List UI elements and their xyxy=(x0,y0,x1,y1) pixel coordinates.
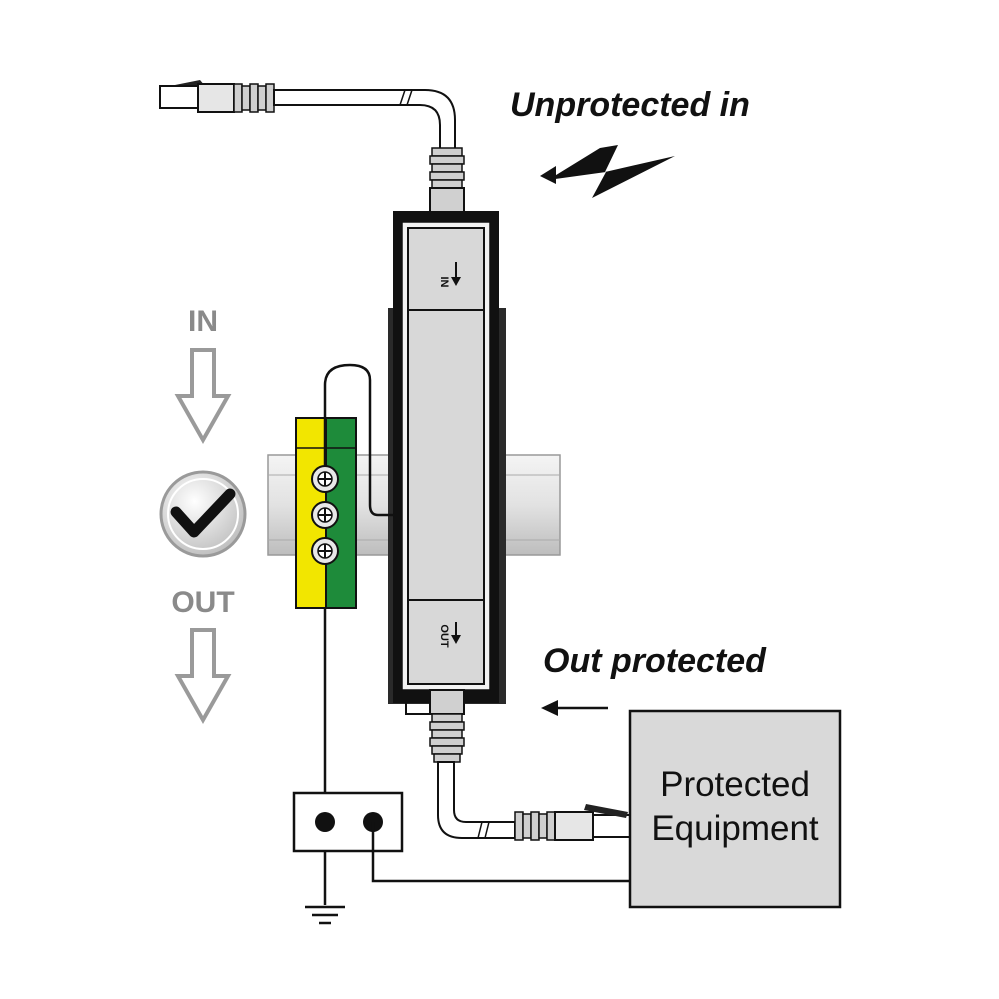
device-in-label: IN xyxy=(438,277,450,288)
screw-icon xyxy=(311,465,339,493)
screw-icon xyxy=(311,501,339,529)
protected-equipment-box: Protected Equipment xyxy=(628,709,842,909)
unprotected-in-label: Unprotected in xyxy=(510,86,750,124)
earth-terminal-block xyxy=(295,417,357,609)
out-protected-label: Out protected xyxy=(543,642,767,680)
earth-wiring xyxy=(292,608,630,925)
flow-out-label: OUT xyxy=(171,586,234,619)
equipment-label-line1: Protected xyxy=(660,765,810,804)
ground-icon xyxy=(305,905,345,925)
equipment-label-line2: Equipment xyxy=(651,809,819,848)
arrow-left-icon xyxy=(541,700,608,716)
screw-icon xyxy=(311,537,339,565)
flow-in-label: IN xyxy=(188,305,218,338)
ground-link-wire xyxy=(323,363,394,517)
device-out-label: OUT xyxy=(438,624,450,648)
output-cable xyxy=(429,689,632,841)
checkmark-icon xyxy=(159,470,247,558)
arrow-down-icon xyxy=(174,348,232,445)
device-in-marking: IN xyxy=(438,262,461,288)
surge-protector-device: IN OUT xyxy=(388,211,506,715)
arrow-down-icon xyxy=(174,628,232,725)
input-cable xyxy=(159,80,465,213)
device-out-marking: OUT xyxy=(438,622,461,648)
lightning-icon xyxy=(540,145,675,198)
